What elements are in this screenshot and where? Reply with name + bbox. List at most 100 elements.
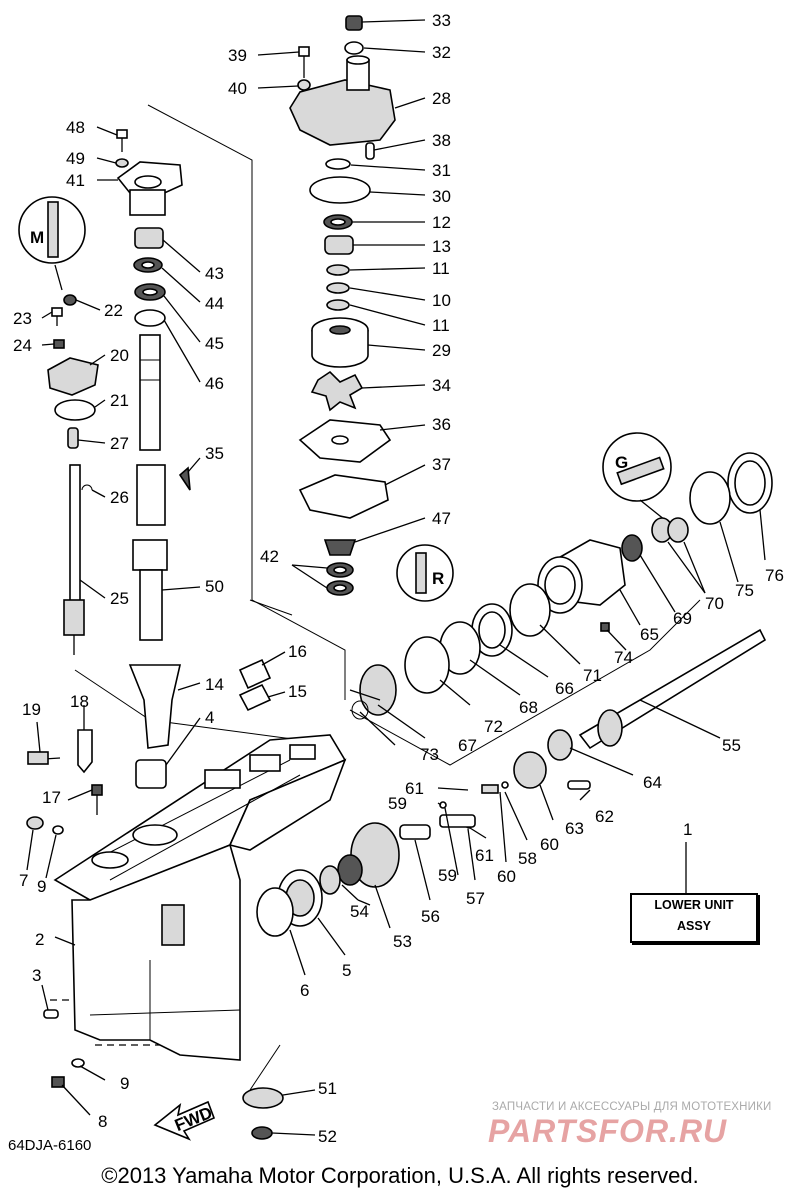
label-23: 23: [13, 309, 32, 328]
label-12: 12: [432, 213, 451, 232]
label-71: 71: [583, 666, 602, 685]
label-29: 29: [432, 341, 451, 360]
label-68: 68: [519, 698, 538, 717]
label-49: 49: [66, 149, 85, 168]
label-28: 28: [432, 89, 451, 108]
label-5: 5: [342, 961, 351, 980]
label-52: 52: [318, 1127, 337, 1146]
label-62: 62: [595, 807, 614, 826]
label-60-upper: 60: [540, 835, 559, 854]
watermark-logo: PARTSFOR.RU: [488, 1113, 728, 1149]
label-57: 57: [466, 889, 485, 908]
label-61-lower: 61: [475, 846, 494, 865]
label-75: 75: [735, 581, 754, 600]
label-11-upper: 11: [432, 259, 450, 278]
label-31: 31: [432, 161, 451, 180]
label-51: 51: [318, 1079, 337, 1098]
service-symbols: R M G: [30, 201, 665, 602]
watermark-caption: ЗАПЧАСТИ И АКСЕССУАРЫ ДЛЯ МОТОТЕХНИКИ: [492, 1101, 772, 1113]
propeller-shaft-parts: [242, 432, 773, 1140]
symbol-r: R: [432, 569, 444, 588]
label-74: 74: [614, 648, 633, 667]
label-4: 4: [205, 708, 214, 727]
label-22: 22: [104, 301, 123, 320]
label-58: 58: [518, 849, 537, 868]
label-2: 2: [35, 930, 44, 949]
label-9-lower: 9: [120, 1074, 129, 1093]
label-9-upper: 9: [37, 877, 46, 896]
label-37: 37: [432, 455, 451, 474]
label-60-lower: 60: [497, 867, 516, 886]
symbol-g: G: [615, 453, 628, 472]
copyright-notice: ©2013 Yamaha Motor Corporation, U.S.A. A…: [101, 1163, 699, 1188]
label-13: 13: [432, 237, 451, 256]
label-54: 54: [350, 902, 369, 921]
label-6: 6: [300, 981, 309, 1000]
label-34: 34: [432, 376, 451, 395]
water-pump-parts: [289, 15, 396, 596]
label-69: 69: [673, 609, 692, 628]
label-35: 35: [205, 444, 224, 463]
lower-unit-housing: [53, 734, 347, 1091]
label-27: 27: [110, 434, 129, 453]
label-76: 76: [765, 566, 784, 585]
part-labels: 33 32 39 40 28 48 38 49 31 41 30 12 13 1…: [13, 11, 784, 1146]
label-15: 15: [288, 682, 307, 701]
fwd-arrow: FWD: [153, 1100, 216, 1141]
label-11-lower: 11: [432, 316, 450, 335]
label-59-upper: 59: [388, 794, 407, 813]
label-30: 30: [432, 187, 451, 206]
label-43: 43: [205, 264, 224, 283]
label-53: 53: [393, 932, 412, 951]
label-41: 41: [66, 171, 85, 190]
label-21: 21: [110, 391, 129, 410]
label-46: 46: [205, 374, 224, 393]
label-33: 33: [432, 11, 451, 30]
label-42: 42: [260, 547, 279, 566]
label-3: 3: [32, 966, 41, 985]
label-56: 56: [421, 907, 440, 926]
label-8: 8: [98, 1112, 107, 1131]
assy-label: ASSY: [676, 919, 712, 933]
label-20: 20: [110, 346, 129, 365]
label-50: 50: [205, 577, 224, 596]
reference-code: 64DJA-6160: [8, 1137, 92, 1154]
label-17: 17: [42, 788, 61, 807]
label-32: 32: [432, 43, 451, 62]
label-14: 14: [205, 675, 224, 694]
label-65: 65: [640, 625, 659, 644]
label-72: 72: [484, 717, 503, 736]
label-38: 38: [432, 131, 451, 150]
label-26: 26: [110, 488, 129, 507]
label-7: 7: [19, 871, 28, 890]
label-55: 55: [722, 736, 741, 755]
label-25: 25: [110, 589, 129, 608]
label-10: 10: [432, 291, 451, 310]
label-1: 1: [683, 820, 692, 839]
label-48: 48: [66, 118, 85, 137]
lower-unit-label: LOWER UNIT: [654, 898, 734, 912]
label-45: 45: [205, 334, 224, 353]
leader-lines: [26, 19, 766, 1136]
label-63: 63: [565, 819, 584, 838]
label-24: 24: [13, 336, 32, 355]
label-18: 18: [70, 692, 89, 711]
label-16: 16: [288, 642, 307, 661]
lower-unit-assy-box: LOWER UNIT ASSY: [630, 893, 758, 943]
label-40: 40: [228, 79, 247, 98]
label-67: 67: [458, 736, 477, 755]
label-36: 36: [432, 415, 451, 434]
label-39: 39: [228, 46, 247, 65]
label-64: 64: [643, 773, 662, 792]
symbol-m: M: [30, 228, 44, 247]
label-61-upper: 61: [405, 779, 424, 798]
label-70: 70: [705, 594, 724, 613]
label-44: 44: [205, 294, 224, 313]
label-59-lower: 59: [438, 866, 457, 885]
label-19: 19: [22, 700, 41, 719]
label-66: 66: [555, 679, 574, 698]
drive-shaft-parts: [115, 129, 272, 789]
label-73: 73: [420, 745, 439, 764]
label-47: 47: [432, 509, 451, 528]
